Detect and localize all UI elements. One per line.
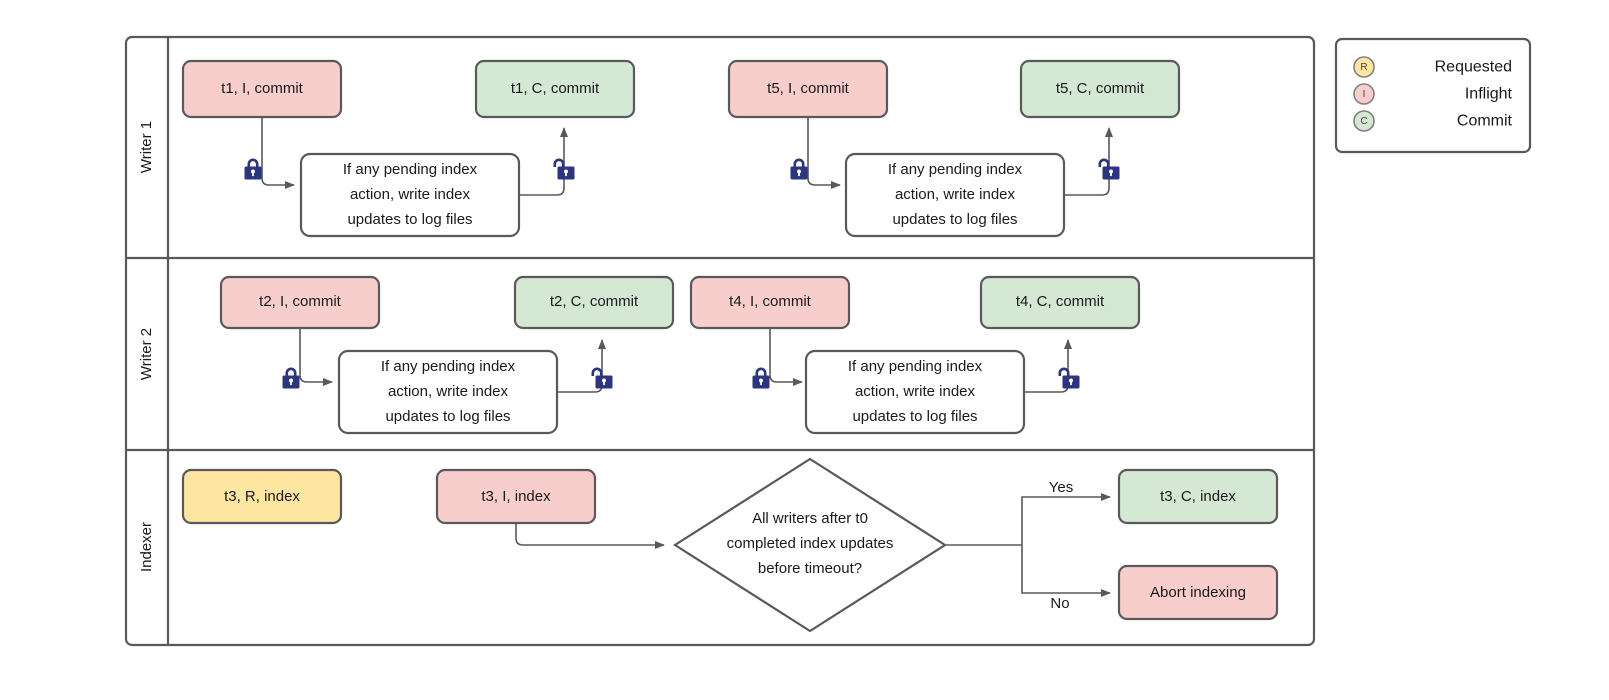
node-label: t5, I, commit bbox=[767, 80, 850, 97]
edge-label-yes: Yes bbox=[1049, 479, 1073, 496]
swimlane-frame bbox=[124, 35, 1316, 647]
node-label-line3: updates to log files bbox=[892, 211, 1017, 228]
indexer-connectors bbox=[515, 493, 1111, 597]
node-w2-t4-process[interactable]: If any pending index action, write index… bbox=[804, 349, 1026, 435]
node-label-line1: If any pending index bbox=[381, 358, 516, 375]
node-label-line1: If any pending index bbox=[888, 161, 1023, 178]
node-label: t4, C, commit bbox=[1016, 293, 1105, 310]
lock-closed-icon bbox=[752, 367, 770, 389]
node-label: t4, I, commit bbox=[729, 293, 812, 310]
lock-closed-icon bbox=[790, 158, 808, 180]
lane-label-indexer: Indexer bbox=[138, 522, 155, 572]
node-label: t2, C, commit bbox=[550, 293, 639, 310]
node-label: t1, I, commit bbox=[221, 80, 304, 97]
node-w1-t5-process[interactable]: If any pending index action, write index… bbox=[844, 152, 1066, 238]
node-label-line3: updates to log files bbox=[852, 408, 977, 425]
edge-label-text: No bbox=[1050, 595, 1069, 612]
node-label-line3: before timeout? bbox=[758, 560, 862, 577]
node-label-line2: action, write index bbox=[855, 383, 976, 400]
legend-panel: R Requested I Inflight C Commit bbox=[1334, 37, 1532, 154]
node-label: t3, I, index bbox=[481, 488, 551, 505]
node-w1-t1-commit[interactable]: t1, C, commit bbox=[474, 59, 636, 119]
node-label: t1, C, commit bbox=[511, 80, 600, 97]
node-ix-t3-inflight[interactable]: t3, I, index bbox=[435, 468, 597, 525]
legend-item-commit: C Commit bbox=[1353, 110, 1513, 132]
node-label: t3, R, index bbox=[224, 488, 300, 505]
node-label-line3: updates to log files bbox=[385, 408, 510, 425]
node-w1-t5-commit[interactable]: t5, C, commit bbox=[1019, 59, 1181, 119]
node-label-line2: action, write index bbox=[350, 186, 471, 203]
node-label-line1: If any pending index bbox=[343, 161, 478, 178]
legend-item-label: Inflight bbox=[1465, 86, 1513, 103]
node-w2-t4-commit[interactable]: t4, C, commit bbox=[979, 275, 1141, 330]
node-label-line1: All writers after t0 bbox=[752, 510, 868, 527]
lock-closed-icon bbox=[282, 367, 300, 389]
lock-open-icon bbox=[1098, 158, 1120, 180]
node-ix-abort[interactable]: Abort indexing bbox=[1117, 564, 1279, 621]
node-label-line3: updates to log files bbox=[347, 211, 472, 228]
node-label-line2: completed index updates bbox=[727, 535, 894, 552]
edge-label-text: Yes bbox=[1049, 479, 1073, 496]
legend-badge-letter: I bbox=[1363, 89, 1366, 100]
legend-badge-letter: R bbox=[1360, 62, 1367, 73]
lane-label-text: Indexer bbox=[138, 522, 155, 572]
legend-item-requested: R Requested bbox=[1353, 56, 1512, 78]
node-label-line1: If any pending index bbox=[848, 358, 983, 375]
legend-badge-letter: C bbox=[1360, 116, 1367, 127]
node-w1-t1-process[interactable]: If any pending index action, write index… bbox=[299, 152, 521, 238]
node-w1-t5-inflight[interactable]: t5, I, commit bbox=[727, 59, 889, 119]
node-ix-t3-requested[interactable]: t3, R, index bbox=[181, 468, 343, 525]
node-label: Abort indexing bbox=[1150, 584, 1246, 601]
inflight-badge-icon bbox=[1353, 83, 1375, 105]
lane-label-text: Writer 2 bbox=[138, 328, 155, 380]
lane-label-text: Writer 1 bbox=[138, 121, 155, 173]
lock-open-icon bbox=[591, 367, 613, 389]
node-label: t2, I, commit bbox=[259, 293, 342, 310]
node-ix-t3-commit[interactable]: t3, C, index bbox=[1117, 468, 1279, 525]
lock-open-icon bbox=[1058, 367, 1080, 389]
node-w1-t1-inflight[interactable]: t1, I, commit bbox=[181, 59, 343, 119]
lock-closed-icon bbox=[244, 158, 262, 180]
node-label-line2: action, write index bbox=[388, 383, 509, 400]
node-label: t5, C, commit bbox=[1056, 80, 1145, 97]
writer1-connectors bbox=[261, 117, 1113, 196]
legend-item-label: Requested bbox=[1435, 59, 1512, 76]
lock-open-icon bbox=[553, 158, 575, 180]
lane-label-writer1: Writer 1 bbox=[138, 121, 155, 173]
legend-item-label: Commit bbox=[1457, 113, 1513, 130]
node-w2-t4-inflight[interactable]: t4, I, commit bbox=[689, 275, 851, 330]
edge-label-no: No bbox=[1050, 595, 1069, 612]
commit-badge-icon bbox=[1353, 110, 1375, 132]
node-label-line2: action, write index bbox=[895, 186, 1016, 203]
node-w2-t2-inflight[interactable]: t2, I, commit bbox=[219, 275, 381, 330]
legend-item-inflight: I Inflight bbox=[1353, 83, 1513, 105]
node-ix-decision[interactable]: All writers after t0 completed index upd… bbox=[672, 457, 948, 633]
node-w2-t2-process[interactable]: If any pending index action, write index… bbox=[337, 349, 559, 435]
node-label: t3, C, index bbox=[1160, 488, 1236, 505]
lane-label-writer2: Writer 2 bbox=[138, 328, 155, 380]
requested-badge-icon bbox=[1353, 56, 1375, 78]
node-w2-t2-commit[interactable]: t2, C, commit bbox=[513, 275, 675, 330]
